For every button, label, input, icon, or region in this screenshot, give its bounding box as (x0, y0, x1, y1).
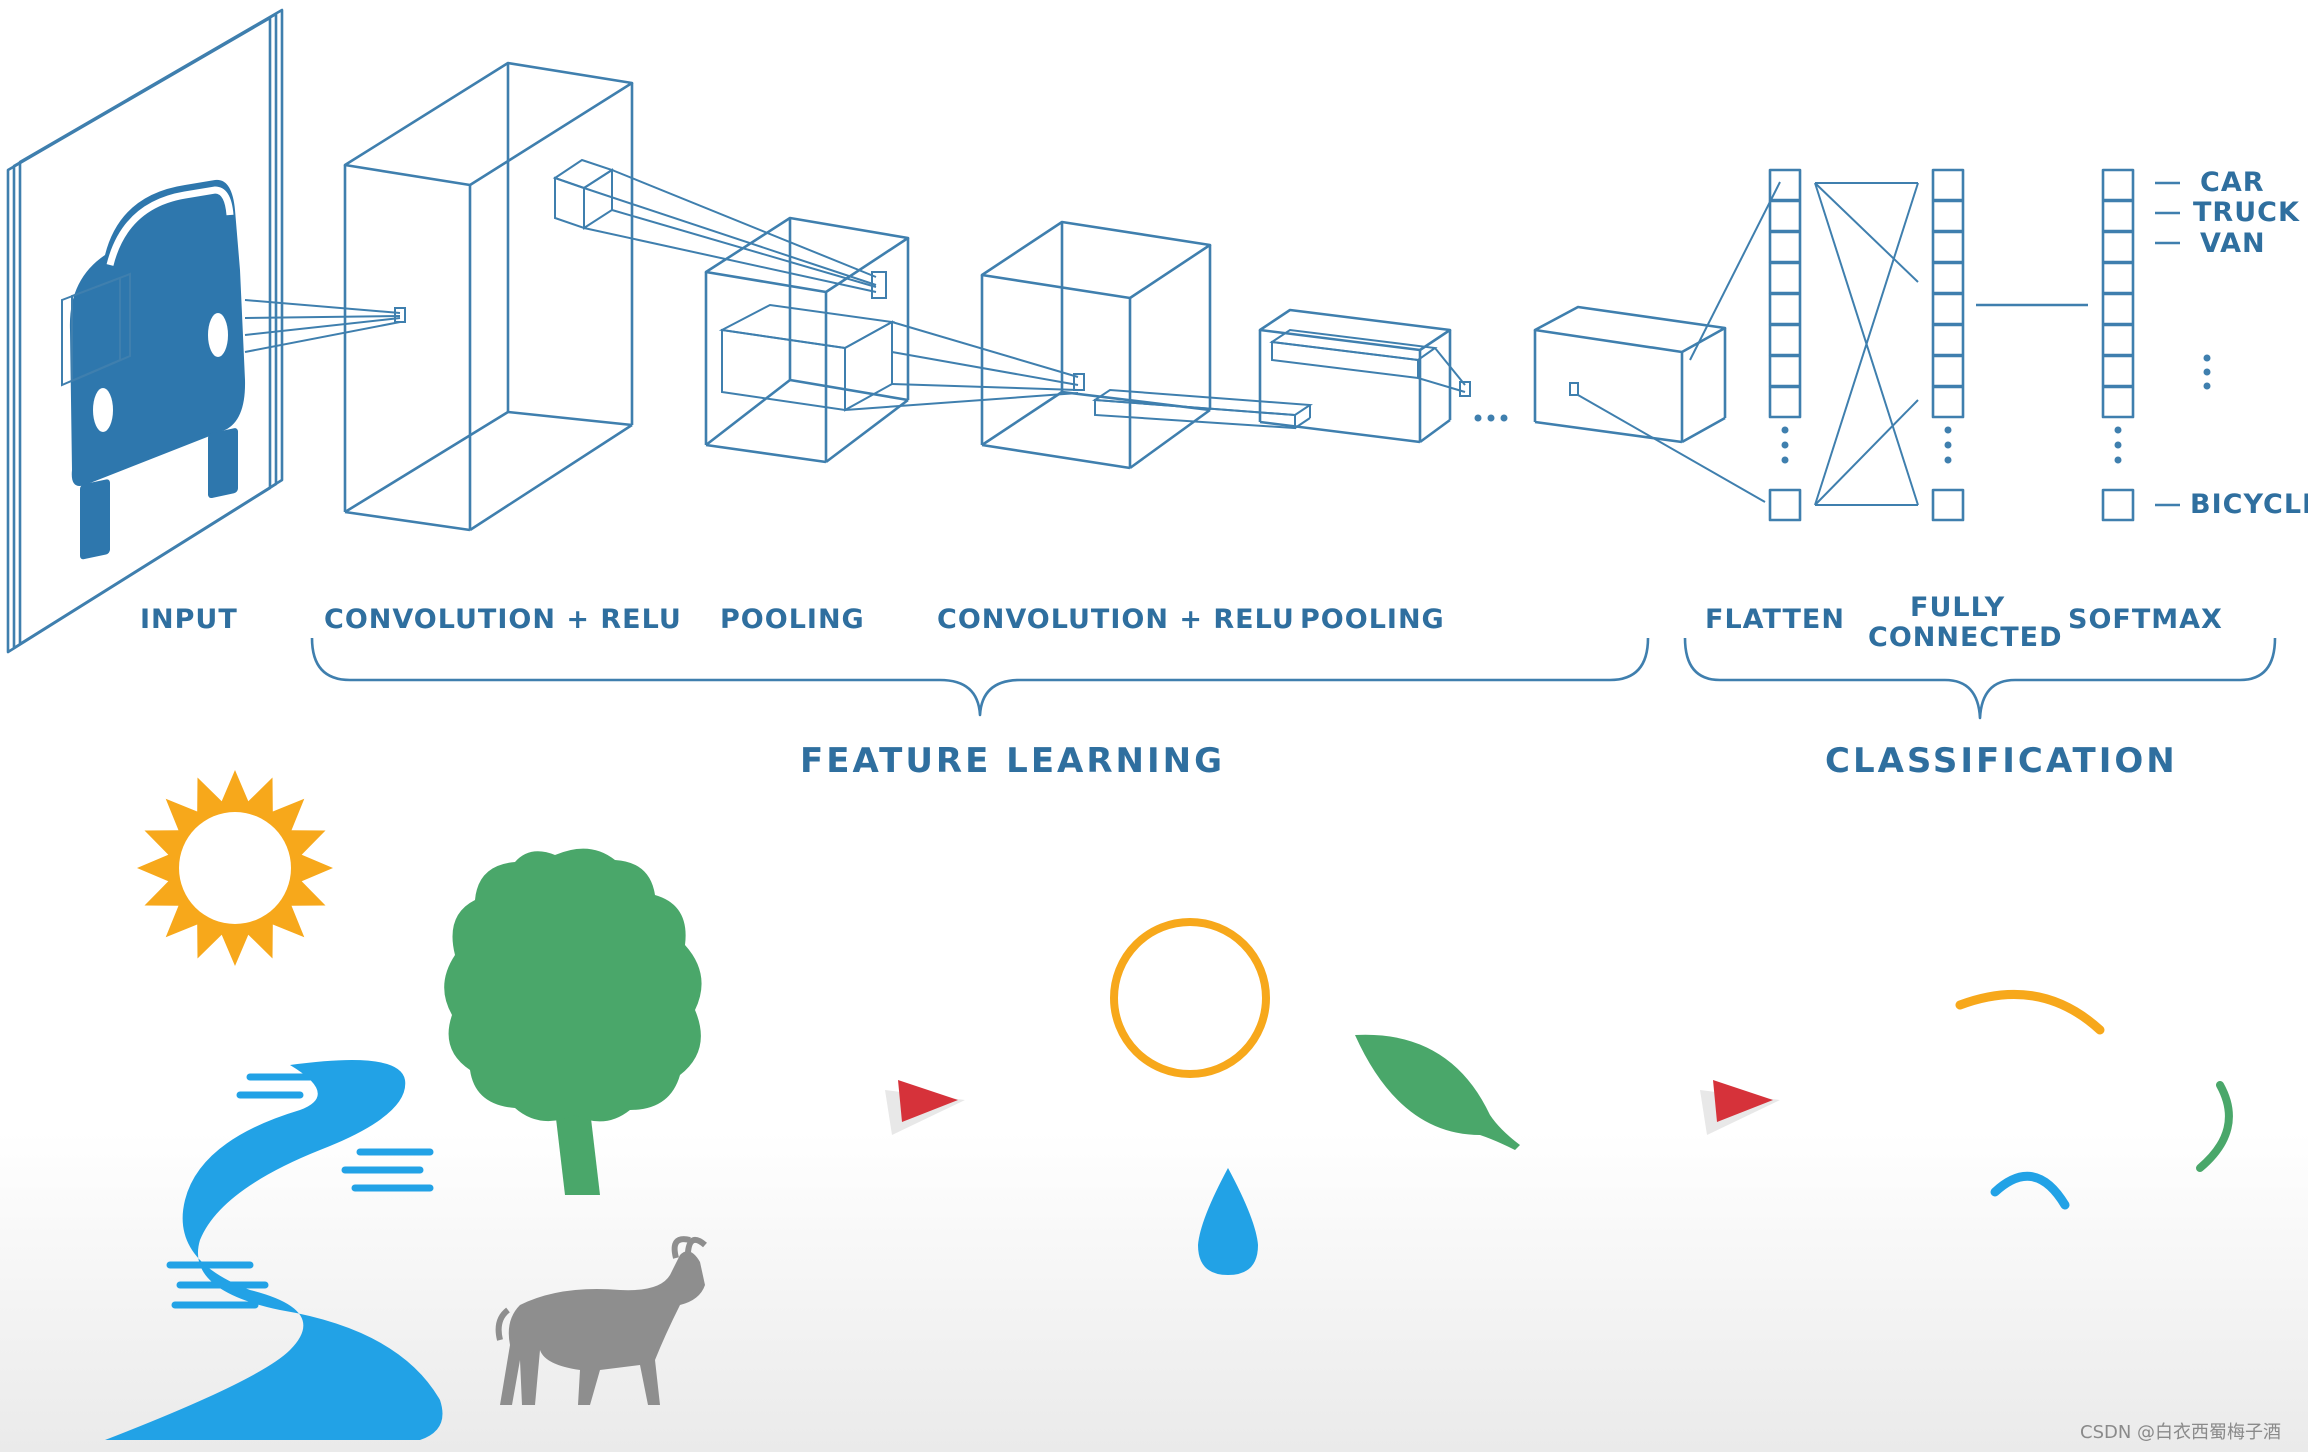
arc-green-icon (2196, 1081, 2233, 1172)
group-classification: CLASSIFICATION (1825, 741, 2178, 781)
label-softmax: SOFTMAX (2068, 604, 2223, 635)
conv1-block (343, 61, 887, 532)
ellipsis-dot (2114, 441, 2122, 449)
neuron (1768, 354, 1802, 388)
ellipsis-dot (1781, 441, 1789, 449)
neuron (1931, 323, 1965, 357)
flatten-column (1768, 168, 1802, 522)
class-label-van: VAN (2200, 228, 2266, 259)
neuron (1931, 199, 1965, 233)
class-label-truck: TRUCK (2193, 197, 2300, 228)
ellipsis-dot (1944, 426, 1952, 434)
neuron (2101, 354, 2135, 388)
softmax-column (2101, 168, 2135, 522)
neuron (1768, 385, 1802, 419)
pool1-block (704, 216, 1085, 464)
neuron (1768, 292, 1802, 326)
ellipsis-dot (1944, 456, 1952, 464)
fully-connected-column (1931, 168, 1965, 522)
ellipsis-dot (1781, 456, 1789, 464)
neuron (1768, 323, 1802, 357)
arc-orange-icon (1955, 989, 2105, 1035)
goat-icon (495, 1236, 707, 1405)
neuron (2101, 230, 2135, 264)
neuron (2101, 199, 2135, 233)
neuron (1931, 230, 1965, 264)
ellipsis-dot (2114, 456, 2122, 464)
river-icon (105, 1060, 443, 1440)
neuron (2101, 261, 2135, 295)
group-feature-learning: FEATURE LEARNING (800, 741, 1225, 781)
label-pool1: POOLING (720, 604, 865, 635)
sun-icon (137, 770, 333, 966)
neuron (1768, 168, 1802, 202)
arrow-icon (885, 1080, 965, 1135)
label-fully: FULLY (1910, 592, 2005, 623)
neuron (2101, 385, 2135, 419)
brace-classification (1683, 637, 2277, 720)
water-drop-icon (1198, 1168, 1258, 1275)
neuron (1931, 292, 1965, 326)
sun-center (179, 812, 291, 924)
circle-icon (1110, 918, 1270, 1078)
class-label-car: CAR (2200, 167, 2265, 198)
label-flatten: FLATTEN (1705, 604, 1845, 635)
ellipsis-dot (1781, 426, 1789, 434)
label-conv1: CONVOLUTION + RELU (324, 604, 682, 635)
ellipsis-dot (2114, 426, 2122, 434)
input-image (6, 8, 406, 654)
ellipsis-dot (1944, 441, 1952, 449)
neuron (2101, 168, 2135, 202)
neuron (1931, 488, 1965, 522)
label-pool2: POOLING (1300, 604, 1445, 635)
watermark: CSDN @白衣西蜀梅子酒 (2080, 1422, 2281, 1443)
final-feature-block (1533, 181, 1781, 503)
leaf-icon (1355, 1034, 1520, 1150)
neuron (1931, 385, 1965, 419)
neuron (2101, 323, 2135, 357)
class-label-bicycle: BICYCLE (2190, 489, 2308, 520)
neuron (1931, 168, 1965, 202)
brace-feature-learning (310, 637, 1650, 717)
pool2-block (1258, 308, 1508, 444)
class-labels: CAR TRUCK VAN BICYCLE (2155, 167, 2308, 520)
arrow-icon (1700, 1080, 1780, 1135)
neuron (1931, 261, 1965, 295)
arc-blue-icon (1990, 1171, 2070, 1210)
neuron (2101, 488, 2135, 522)
neuron (1931, 354, 1965, 388)
neuron (1768, 488, 1802, 522)
neuron (1768, 230, 1802, 264)
neuron (1768, 199, 1802, 233)
neuron (2101, 292, 2135, 326)
label-conv2: CONVOLUTION + RELU (937, 604, 1295, 635)
label-connected: CONNECTED (1868, 622, 2063, 653)
fc-connections (1814, 182, 2088, 506)
label-input: INPUT (140, 604, 238, 635)
car-icon (69, 179, 246, 560)
conv2-block (980, 220, 1313, 470)
tree-icon (444, 848, 702, 1195)
neuron (1768, 261, 1802, 295)
